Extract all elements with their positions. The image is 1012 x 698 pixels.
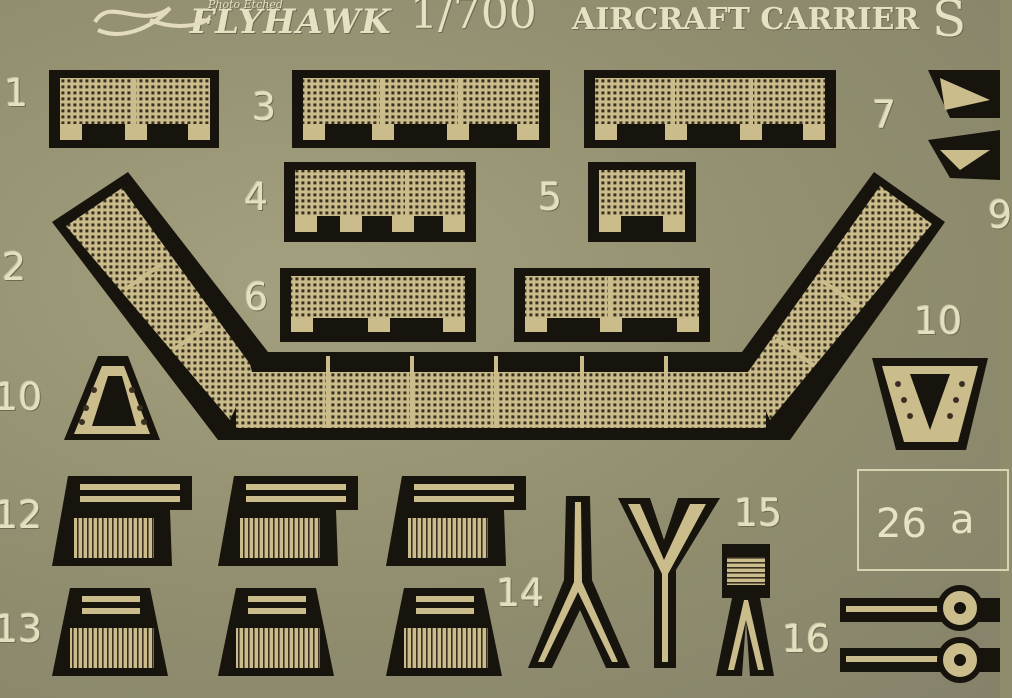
part-label-10-left: 10 xyxy=(0,375,43,419)
part-label-4: 4 xyxy=(244,175,269,219)
sheet-code-number: 26 xyxy=(876,501,927,547)
part-label-13: 13 xyxy=(0,607,43,651)
brand-tagline: Photo Etched xyxy=(208,0,283,11)
part-1-railing xyxy=(49,70,219,148)
part-label-10-right: 10 xyxy=(914,299,963,343)
part-label-6: 6 xyxy=(244,275,269,319)
part-10-bracket-right xyxy=(872,358,988,450)
brand-logo: FLYHAWK xyxy=(190,2,392,42)
kit-subtitle: AIRCRAFT CARRIER xyxy=(572,2,920,37)
part-7-railing xyxy=(584,70,836,148)
part-label-3: 3 xyxy=(252,85,277,129)
part-label-16: 16 xyxy=(782,617,831,661)
part-label-12: 12 xyxy=(0,493,43,537)
part-label-15: 15 xyxy=(734,491,783,535)
part-9-truss xyxy=(928,70,1000,180)
part-12-ladder-set xyxy=(52,476,526,566)
part-4-railing xyxy=(284,162,476,242)
part-6-railing-b xyxy=(514,268,710,342)
part-6-railing-a xyxy=(280,268,476,342)
part-5-railing xyxy=(588,162,696,242)
logo-flourish xyxy=(93,6,212,36)
part-label-1: 1 xyxy=(4,71,29,115)
sheet-code-letter: a xyxy=(950,497,975,543)
part-15-ladder-tripod xyxy=(716,544,774,676)
part-3-railing xyxy=(292,70,550,148)
part-2-v-railing xyxy=(52,172,945,440)
corner-letter: S xyxy=(932,0,967,48)
part-14-tripod xyxy=(528,496,630,668)
part-13-ladder-set xyxy=(52,588,502,676)
part-14-y-mast xyxy=(618,498,720,668)
scale-label: 1/700 xyxy=(410,0,537,39)
part-label-9: 9 xyxy=(988,193,1012,237)
part-label-14: 14 xyxy=(496,571,545,615)
part-label-7: 7 xyxy=(872,93,897,137)
part-16-booms xyxy=(840,585,1000,683)
part-10-bracket-left xyxy=(64,356,160,440)
part-label-2: 2 xyxy=(2,245,27,289)
sheet-code-frame xyxy=(857,469,1009,571)
part-label-5: 5 xyxy=(538,175,563,219)
